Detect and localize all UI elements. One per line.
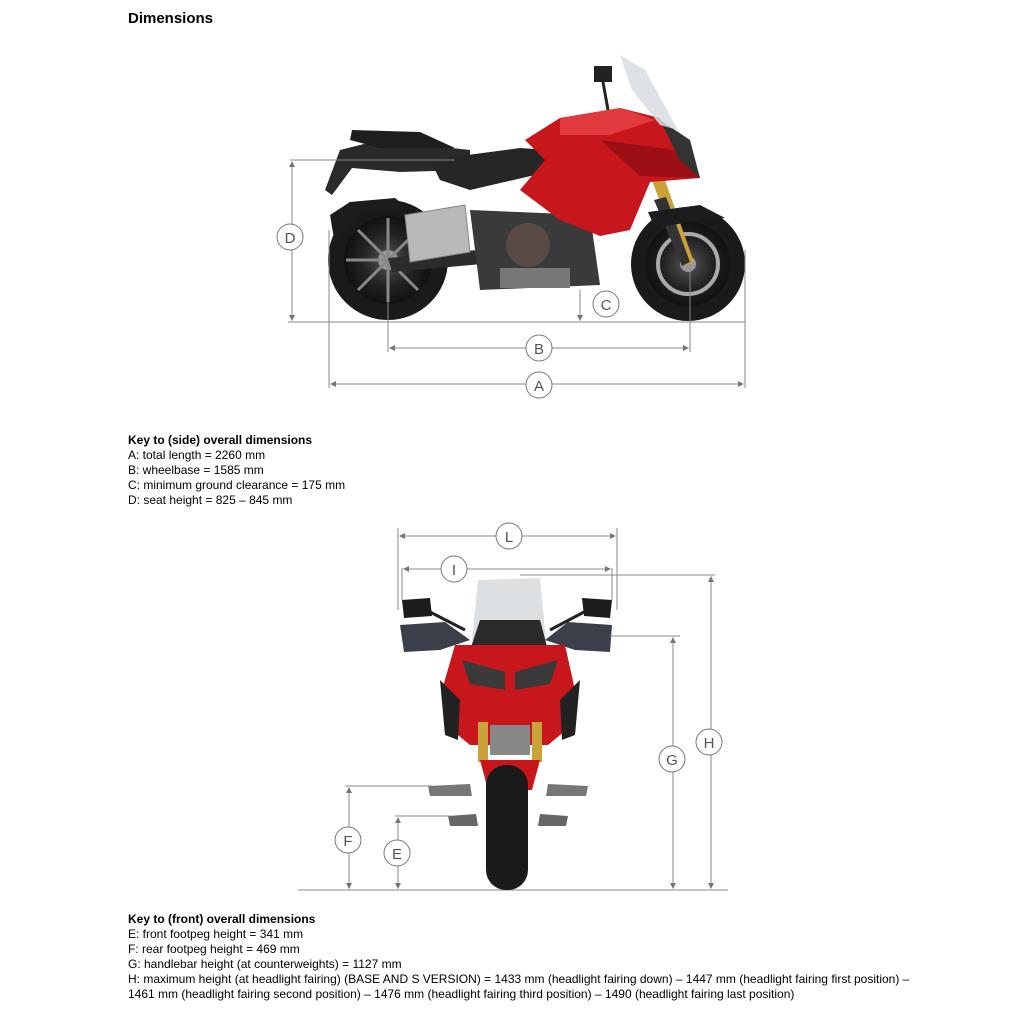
svg-text:H: H	[704, 735, 715, 752]
side-key-line-a: A: total length = 2260 mm	[128, 448, 266, 462]
dimension-callout-e: E	[383, 839, 411, 867]
front-view-motorcycle	[298, 578, 728, 891]
front-key-line-f: F: rear footpeg height = 469 mm	[128, 942, 300, 956]
dimension-callout-g: G	[658, 745, 686, 773]
dimension-callout-h: H	[695, 728, 723, 756]
front-key-line-h: H: maximum height (at headlight fairing)…	[128, 972, 910, 1001]
dimension-callout-i: I	[440, 555, 468, 583]
svg-text:E: E	[392, 846, 402, 863]
front-dimensions-key: Key to (front) overall dimensions E: fro…	[128, 912, 918, 1002]
svg-text:G: G	[666, 752, 678, 769]
side-dimensions-key: Key to (side) overall dimensions A: tota…	[128, 433, 908, 508]
side-key-line-c: C: minimum ground clearance = 175 mm	[128, 478, 346, 492]
svg-text:L: L	[505, 529, 513, 546]
side-key-line-d: D: seat height = 825 – 845 mm	[128, 493, 293, 507]
dimension-callout-d: D	[276, 223, 304, 251]
dimension-callout-a: A	[525, 371, 553, 399]
svg-text:C: C	[601, 297, 612, 314]
side-view-motorcycle	[288, 55, 745, 323]
svg-text:A: A	[534, 378, 544, 395]
front-key-line-e: E: front footpeg height = 341 mm	[128, 927, 304, 941]
side-key-line-b: B: wheelbase = 1585 mm	[128, 463, 264, 477]
svg-text:I: I	[452, 562, 456, 579]
dimension-callout-b: B	[525, 334, 553, 362]
front-key-heading: Key to (front) overall dimensions	[128, 912, 316, 926]
dimension-callout-c: C	[592, 290, 620, 318]
svg-text:B: B	[534, 341, 544, 358]
front-key-line-g: G: handlebar height (at counterweights) …	[128, 957, 402, 971]
dimension-callout-l: L	[495, 522, 523, 550]
page-title: Dimensions	[128, 10, 214, 27]
svg-text:F: F	[343, 833, 352, 850]
side-key-heading: Key to (side) overall dimensions	[128, 433, 313, 447]
svg-text:D: D	[285, 230, 296, 247]
dimension-callout-f: F	[334, 826, 362, 854]
